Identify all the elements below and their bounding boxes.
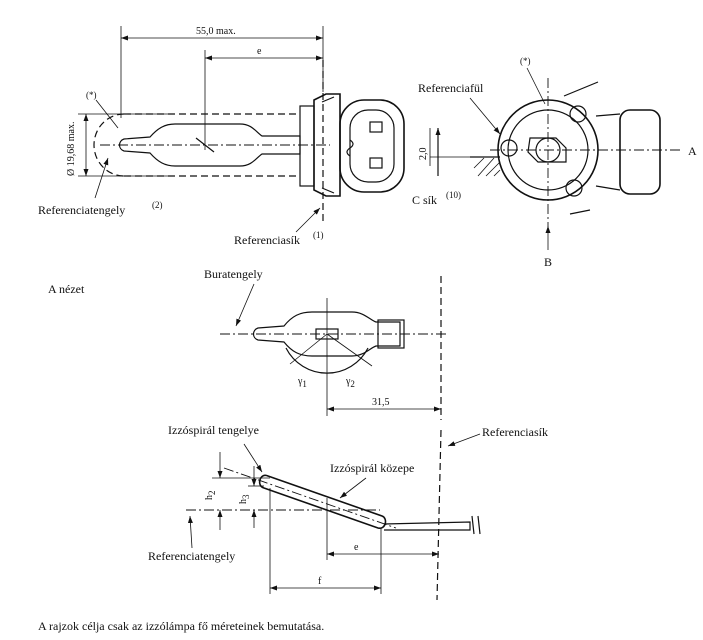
a-view-base: [377, 319, 405, 349]
connector-wave: [346, 139, 354, 157]
label-referenciasik-top-note: (1): [313, 230, 324, 240]
base-collar: [299, 105, 315, 187]
dim-31-5-text: 31,5: [372, 397, 390, 408]
front-filament-shield: [527, 137, 567, 163]
leader-izzospiral-tengelye: [243, 443, 263, 473]
leader-buratengely: [235, 283, 255, 327]
leader-referenciasik-top: [295, 207, 321, 233]
filament-coil: [258, 474, 387, 529]
a-view: A nézet Buratengely γ1 γ2 31,5: [48, 267, 448, 420]
filament-axis: [223, 467, 397, 529]
dim-f-text: f: [318, 576, 322, 587]
label-axis-a: A: [688, 144, 697, 158]
reference-tab: [500, 139, 518, 157]
filament-top-view: [195, 137, 215, 153]
leader-izzospiral-kozepe: [339, 477, 367, 499]
lead-break: [471, 515, 481, 535]
label-referenciatengely-bottom: Referenciatengely: [148, 549, 235, 563]
note-mark-left-leader: [95, 99, 119, 129]
leader-referenciatengely-top: [94, 157, 109, 199]
leader-referenciaful: [469, 97, 501, 135]
tab-top-right: [569, 105, 587, 123]
label-referenciasik-bottom: Referenciasík: [482, 425, 548, 439]
filament-lead: [383, 521, 471, 531]
label-buratengely: Buratengely: [204, 267, 263, 281]
connector-pin-bottom: [369, 157, 383, 169]
leader-referenciasik-bottom: [447, 433, 481, 447]
dim-e-bottom-text: e: [354, 542, 359, 553]
gamma2-ray: [326, 333, 373, 367]
connector-inner: [349, 109, 395, 183]
tab-bottom-right: [565, 179, 583, 197]
front-housing-top: [595, 113, 621, 117]
connector-body: [339, 99, 405, 193]
label-a-nezet: A nézet: [48, 282, 85, 296]
dim-diameter-text: Ø 19,68 max.: [66, 122, 77, 176]
note-mark-right-leader: [526, 67, 546, 105]
dim-55-text: 55,0 max.: [196, 26, 236, 37]
base-flange: [313, 93, 341, 197]
front-view: Referenciafül (*) A B 2,0: [412, 56, 697, 269]
side-view: 55,0 max. e Ø 19,68 max. (*): [38, 26, 405, 247]
label-c-sik: C sík: [412, 193, 437, 207]
label-referenciasik-top: Referenciasík: [234, 233, 300, 247]
gamma-arc: [285, 347, 369, 374]
label-referenciaful: Referenciafül: [418, 81, 484, 95]
label-izzospiral-tengelye: Izzóspirál tengelye: [168, 423, 259, 437]
gamma1-ray: [289, 333, 328, 365]
label-izzospiral-kozepe: Izzóspirál közepe: [330, 461, 414, 475]
label-gamma2: γ2: [345, 376, 355, 389]
front-connector-housing: [619, 109, 661, 195]
front-housing-bottom: [595, 185, 621, 191]
note-mark-left: (*): [86, 90, 97, 100]
front-lugs: [563, 81, 599, 215]
filament-detail: Referenciasík Izzóspirál tengelye Izzósp…: [148, 423, 548, 601]
label-referenciatengely-top-note: (2): [152, 200, 163, 210]
label-h2: h2: [204, 491, 217, 501]
c-plane-hatch: [473, 157, 501, 177]
reference-plane-bottom: [436, 429, 442, 601]
connector-pin-top: [369, 121, 383, 133]
label-referenciatengely-top: Referenciatengely: [38, 203, 125, 217]
note-mark-right: (*): [520, 56, 531, 66]
label-axis-b: B: [544, 255, 552, 269]
dim-2-0-text: 2,0: [418, 148, 429, 161]
label-gamma1: γ1: [297, 376, 307, 389]
flange-detail: [321, 96, 335, 194]
label-h3: h3: [238, 494, 251, 504]
envelope-tip: [93, 113, 125, 177]
a-view-bulb: [252, 311, 401, 357]
label-c-sik-note: (10): [446, 190, 461, 200]
dim-e-top-text: e: [257, 46, 262, 57]
caption: A rajzok célja csak az izzólámpa fő mére…: [38, 619, 324, 633]
leader-referenciatengely-bottom: [187, 515, 193, 549]
bulb-glass: [118, 123, 301, 167]
